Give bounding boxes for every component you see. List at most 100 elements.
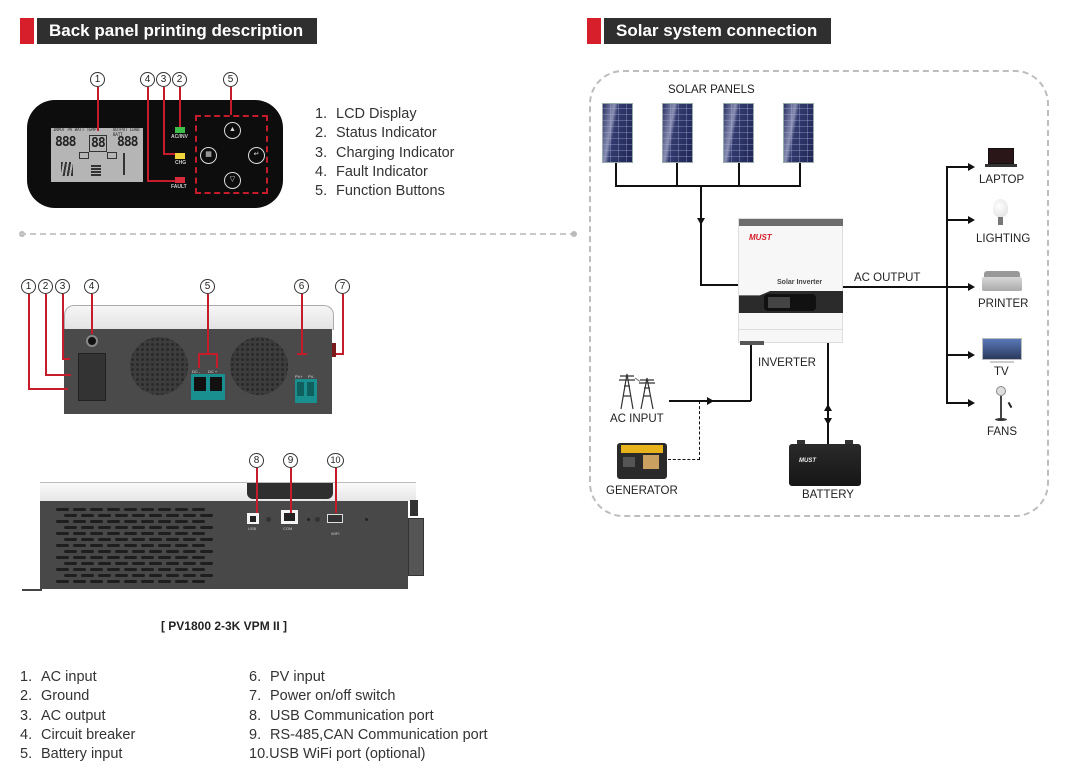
vent-slot bbox=[175, 580, 188, 583]
load-label-tv: TV bbox=[994, 366, 1009, 378]
vent-slot bbox=[81, 550, 94, 553]
battery-label: BATTERY bbox=[802, 489, 854, 501]
power-switch[interactable] bbox=[332, 343, 336, 357]
vent-slot bbox=[192, 520, 205, 523]
leader-line-8 bbox=[256, 468, 258, 513]
com-port-label: COM bbox=[283, 526, 293, 531]
vent-slot bbox=[158, 508, 171, 511]
vent-slot bbox=[56, 508, 69, 511]
legend-item: 2.Status Indicator bbox=[315, 125, 437, 142]
vent-slot bbox=[141, 544, 154, 547]
pv-to-inverter-wire bbox=[700, 185, 702, 285]
header-accent-bar bbox=[587, 18, 601, 44]
callout-3: 3 bbox=[156, 72, 171, 87]
system-diagram-frame bbox=[589, 70, 1049, 517]
front-panel-legend: 1.LCD Display 2.Status Indicator 3.Charg… bbox=[315, 105, 455, 201]
lcd-battery-icon bbox=[91, 164, 101, 176]
vent-slot bbox=[175, 508, 188, 511]
vent-slot bbox=[132, 514, 145, 517]
callout-8: 8 bbox=[249, 453, 264, 468]
battery-arrow-down bbox=[824, 418, 832, 425]
vent-slot bbox=[158, 520, 171, 523]
leader-line-10 bbox=[335, 468, 337, 513]
vent-slot bbox=[115, 574, 128, 577]
vent-slot bbox=[175, 544, 188, 547]
panel-wire-3 bbox=[738, 163, 740, 186]
solar-panel-4 bbox=[783, 103, 814, 163]
vent-slot bbox=[81, 562, 94, 565]
vent-slot bbox=[107, 520, 120, 523]
leader-line-9 bbox=[290, 468, 292, 513]
callout-1: 1 bbox=[21, 279, 36, 294]
vent-slot bbox=[124, 520, 137, 523]
vent-slot bbox=[192, 532, 205, 535]
leader-line-2 bbox=[45, 294, 47, 375]
up-button[interactable]: ▲ bbox=[224, 122, 241, 139]
usb-wifi-port bbox=[327, 514, 343, 523]
legend-item: 1.LCD Display bbox=[315, 106, 417, 122]
lcd-converter-icon bbox=[107, 152, 117, 159]
vent-slot bbox=[64, 550, 77, 553]
panel-wire-2 bbox=[676, 163, 678, 186]
menu-button[interactable]: ▦ bbox=[200, 147, 217, 164]
legend-item: 5.Battery input bbox=[20, 746, 123, 763]
vent-slot bbox=[124, 580, 137, 583]
legend-item: 3.AC output bbox=[20, 707, 106, 724]
vent-slot bbox=[192, 568, 205, 571]
legend-item: 6.PV input bbox=[249, 669, 325, 685]
vent-slot bbox=[107, 532, 120, 535]
solar-section-header: Solar system connection bbox=[587, 18, 832, 44]
panel-wire-4 bbox=[799, 163, 801, 186]
inverter-side-top-cover bbox=[64, 305, 334, 330]
battery-icon: MUST bbox=[789, 440, 861, 486]
inverter-display-bezel bbox=[764, 294, 816, 311]
vent-slot bbox=[56, 532, 69, 535]
vent-slot bbox=[175, 568, 188, 571]
leader-line-5 bbox=[230, 87, 232, 115]
leader-line-5-r bbox=[216, 353, 218, 368]
callout-4: 4 bbox=[140, 72, 155, 87]
legend-item: 4.Fault Indicator bbox=[315, 163, 428, 180]
panel-wire-1 bbox=[615, 163, 617, 186]
callout-10: 10 bbox=[327, 453, 344, 468]
solar-panel-2 bbox=[662, 103, 693, 163]
load-bus-wire bbox=[946, 166, 948, 403]
screw bbox=[315, 517, 320, 522]
vent-slot bbox=[115, 538, 128, 541]
leader-line-3-h bbox=[163, 153, 175, 155]
generator-icon bbox=[617, 443, 667, 479]
callout-1: 1 bbox=[90, 72, 105, 87]
vent-slot bbox=[192, 556, 205, 559]
lighting-wire bbox=[946, 219, 970, 221]
cooling-fan-left bbox=[130, 337, 188, 395]
callout-7: 7 bbox=[335, 279, 350, 294]
usb-port bbox=[247, 513, 259, 524]
inverter-bottom-top-cover bbox=[40, 482, 416, 501]
vent-slot bbox=[98, 538, 111, 541]
lcd-grid-tower-icon bbox=[123, 153, 125, 175]
circuit-breaker[interactable] bbox=[86, 335, 98, 347]
printer-icon bbox=[982, 271, 1022, 293]
down-button[interactable]: ▽ bbox=[224, 172, 241, 189]
vent-slot bbox=[56, 568, 69, 571]
lcd-display: INPUT PV BATT TEMP OUTPUT LOAD BATT 888 … bbox=[51, 127, 143, 182]
rs485-can-port bbox=[281, 510, 298, 524]
vent-slot bbox=[183, 550, 196, 553]
battery-arrow-up bbox=[824, 404, 832, 411]
vent-slot bbox=[158, 556, 171, 559]
vent-slot bbox=[166, 574, 179, 577]
vent-slot bbox=[90, 544, 103, 547]
vent-slot bbox=[90, 520, 103, 523]
enter-button[interactable]: ↵ bbox=[248, 147, 265, 164]
vent-slot bbox=[175, 532, 188, 535]
legend-item: 5.Function Buttons bbox=[315, 183, 445, 200]
legend-item: 10.USB WiFi port (optional) bbox=[249, 746, 426, 763]
lcd-pv-icon bbox=[61, 162, 73, 176]
leader-line-3 bbox=[163, 87, 165, 154]
vent-slot bbox=[200, 538, 213, 541]
ac-output-label: AC OUTPUT bbox=[854, 272, 921, 284]
leader-line-4-h bbox=[147, 180, 175, 182]
vent-slot bbox=[132, 550, 145, 553]
load-label-lighting: LIGHTING bbox=[976, 233, 1031, 245]
tv-arrow bbox=[968, 351, 975, 359]
